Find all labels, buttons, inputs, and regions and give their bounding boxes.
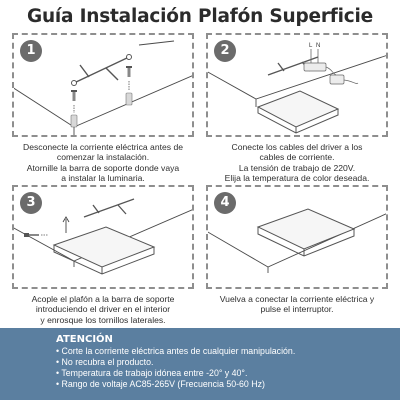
attention-item: Temperatura de trabajo idónea entre -20°…	[56, 368, 400, 379]
step-2-caption: Conecte los cables del driver a los cabl…	[224, 142, 370, 184]
step-3-caption: Acople el plafón a la barra de soporte i…	[31, 294, 175, 325]
step-number-badge: 3	[20, 192, 42, 214]
step-number-badge: 2	[214, 40, 236, 62]
step-1-caption: Desconecte la corriente eléctrica antes …	[22, 142, 184, 184]
screw-icon	[70, 90, 78, 128]
step-4-caption: Vuelva a conectar la corriente eléctrica…	[219, 294, 375, 315]
wire-label-l: L	[309, 43, 313, 49]
screw-icon	[125, 66, 133, 106]
attention-item: No recubra el producto.	[56, 357, 400, 368]
screw-icon	[24, 233, 48, 237]
step-4-illustration: 4	[206, 185, 388, 289]
step-3-illustration: 3	[12, 185, 194, 289]
step-number-badge: 1	[20, 40, 42, 62]
ceiling-mounting-bar-drawing	[14, 40, 192, 135]
wire-label-n: N	[316, 43, 320, 49]
panel-attach-drawing	[14, 198, 192, 275]
step-1-illustration: 1	[12, 33, 194, 137]
panel-light-icon	[256, 208, 356, 257]
step-2-illustration: 2 L N	[206, 33, 388, 137]
panel-light-icon	[256, 90, 340, 134]
attention-title: ATENCIÓN	[56, 334, 113, 345]
attention-box: ATENCIÓN Corte la corriente eléctrica an…	[0, 328, 400, 400]
attention-item: Corte la corriente eléctrica antes de cu…	[56, 346, 400, 357]
arrow-up-icon	[62, 216, 70, 233]
installed-panel-drawing	[208, 208, 386, 273]
attention-item: Rango de voltaje AC85-265V (Frecuencia 5…	[56, 379, 400, 390]
attention-list: Corte la corriente eléctrica antes de cu…	[56, 346, 400, 390]
page-title: Guía Instalación Plafón Superficie	[26, 6, 374, 27]
step-number-badge: 4	[214, 192, 236, 214]
panel-light-icon	[52, 226, 156, 275]
driver-box-icon	[329, 74, 345, 85]
driver-wiring-drawing: L N	[208, 43, 386, 134]
